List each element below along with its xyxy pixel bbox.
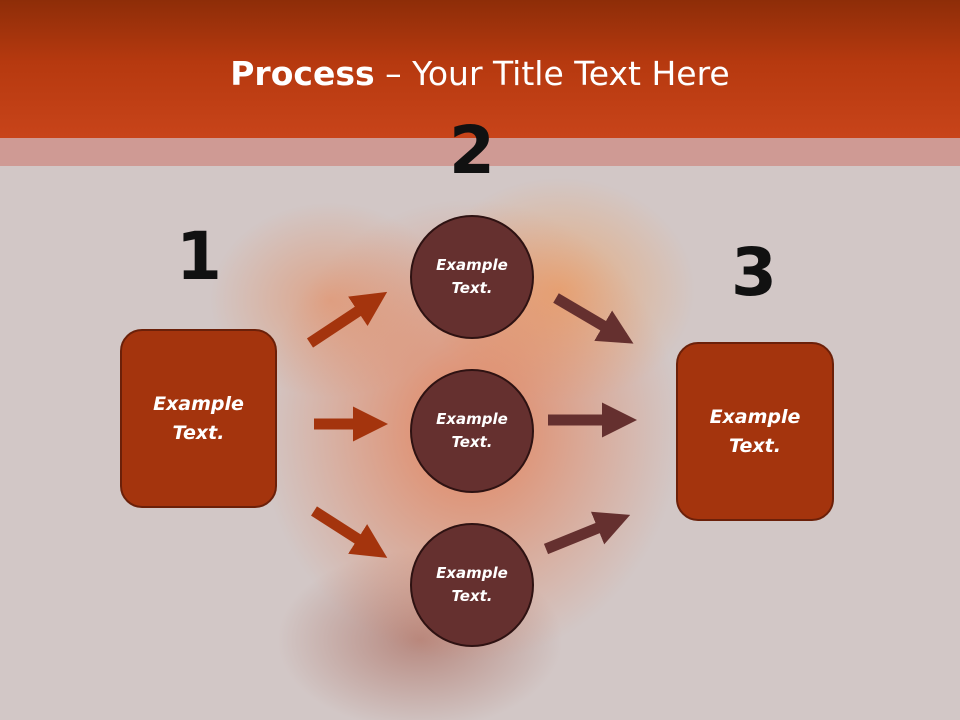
title-band (0, 138, 960, 166)
step-2-circle-2-text: Example Text. (436, 410, 508, 451)
arrow-1-to-2a (306, 291, 388, 348)
step-2-circle-1[interactable]: Example Text. (410, 215, 534, 339)
step-number-2: 2 (449, 112, 495, 189)
step-2-circle-3-text: Example Text. (436, 564, 508, 605)
step-3-text: Example Text. (709, 405, 801, 457)
step-1-text: Example Text. (153, 392, 244, 444)
step-number-3: 3 (731, 234, 777, 311)
step-2-circle-1-text: Example Text. (436, 256, 508, 297)
step-2-circle-3[interactable]: Example Text. (410, 523, 534, 647)
step-number-1: 1 (176, 218, 222, 295)
title-bold: Process (230, 54, 375, 93)
step-2-circle-2[interactable]: Example Text. (410, 369, 534, 493)
step-1-box[interactable]: Example Text. (120, 329, 277, 508)
arrow-1-to-2c (311, 506, 388, 558)
slide-title[interactable]: Process – Your Title Text Here (0, 52, 960, 96)
step-3-box[interactable]: Example Text. (676, 342, 834, 521)
title-bar (0, 0, 960, 138)
arrow-2c-to-3 (543, 511, 631, 555)
title-rest: – Your Title Text Here (374, 54, 730, 93)
arrow-2a-to-3 (553, 293, 634, 344)
